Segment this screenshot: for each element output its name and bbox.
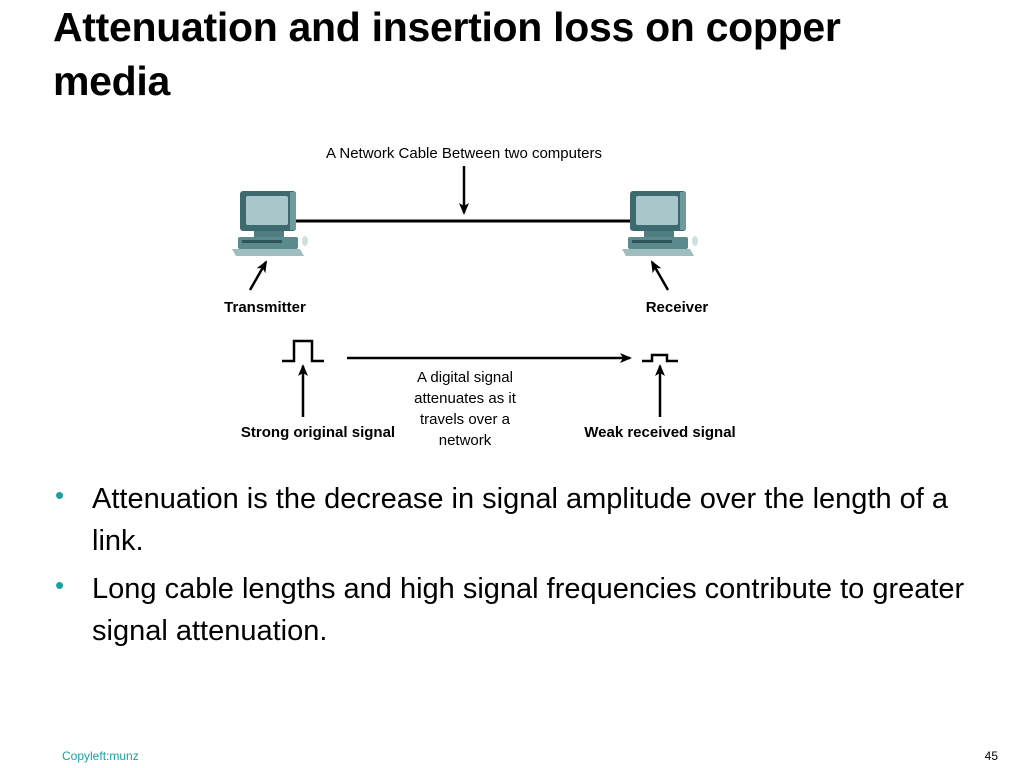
copyleft-footer: Copyleft:munz bbox=[62, 749, 139, 763]
bullet-text: Long cable lengths and high signal frequ… bbox=[92, 573, 965, 647]
signal-caption-line-4: network bbox=[439, 432, 492, 449]
attenuation-diagram: A Network Cable Between two computers Tr… bbox=[224, 145, 736, 449]
transmitter-computer-icon bbox=[232, 191, 308, 256]
slide-title: Attenuation and insertion loss on copper… bbox=[53, 0, 993, 108]
signal-caption-line-3: travels over a bbox=[420, 411, 511, 428]
bullet-list: • Attenuation is the decrease in signal … bbox=[55, 478, 995, 658]
page-number: 45 bbox=[984, 749, 998, 763]
bullet-dot-icon: • bbox=[55, 570, 65, 600]
receiver-arrow bbox=[650, 260, 670, 291]
slide-title-line-2: media bbox=[53, 58, 170, 104]
signal-caption: A digital signal attenuates as it travel… bbox=[414, 369, 517, 449]
transmitter-arrow bbox=[248, 260, 268, 291]
signal-caption-line-2: attenuates as it bbox=[414, 390, 517, 407]
strong-signal-pulse bbox=[282, 339, 324, 363]
cable-label: A Network Cable Between two computers bbox=[326, 145, 602, 162]
transmitter-label: Transmitter bbox=[224, 299, 306, 316]
signal-caption-line-1: A digital signal bbox=[417, 369, 513, 386]
weak-signal-label: Weak received signal bbox=[584, 424, 735, 441]
receiver-computer-icon bbox=[622, 191, 698, 256]
slide-title-line-1: Attenuation and insertion loss on copper bbox=[53, 4, 841, 50]
bullet-text: Attenuation is the decrease in signal am… bbox=[92, 483, 949, 557]
bullet-item: • Long cable lengths and high signal fre… bbox=[55, 568, 995, 652]
weak-signal-pulse bbox=[642, 353, 678, 363]
bullet-item: • Attenuation is the decrease in signal … bbox=[55, 478, 995, 562]
strong-signal-label: Strong original signal bbox=[241, 424, 395, 441]
receiver-label: Receiver bbox=[646, 299, 709, 316]
bullet-dot-icon: • bbox=[55, 480, 65, 510]
